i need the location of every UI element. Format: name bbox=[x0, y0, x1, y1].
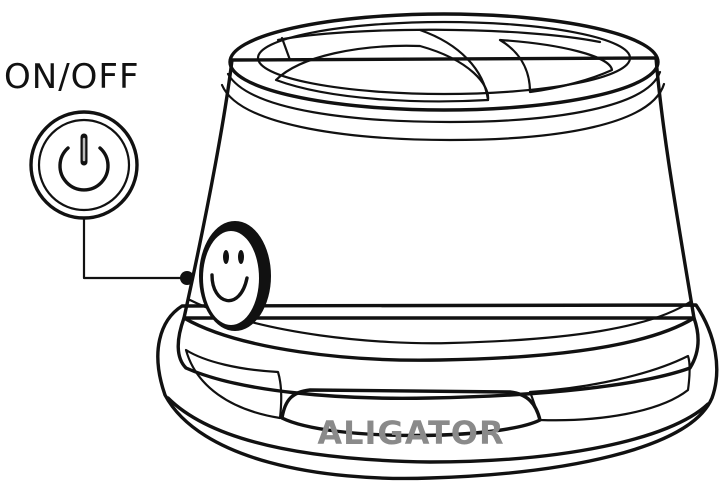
smiley-mouth bbox=[210, 273, 249, 303]
top-rim-edge bbox=[220, 82, 666, 142]
speaker: ALIGATOR bbox=[156, 12, 719, 481]
inner-rim-top bbox=[276, 28, 602, 44]
brand-logo-text: ALIGATOR bbox=[317, 414, 504, 452]
base-lip bbox=[166, 396, 710, 464]
smiley-left-eye bbox=[223, 250, 229, 264]
power-icon bbox=[58, 133, 110, 192]
power-button-inner-ring bbox=[37, 118, 131, 212]
top-inner-ring bbox=[256, 20, 632, 96]
base-outer bbox=[156, 303, 719, 481]
brand-notch bbox=[280, 388, 542, 438]
body-seam bbox=[188, 298, 692, 345]
inner-rim-details bbox=[280, 28, 490, 102]
smiley-face-icon[interactable] bbox=[199, 221, 271, 331]
vent-right bbox=[528, 354, 691, 422]
speaker-membrane-right bbox=[498, 38, 614, 94]
leader-line bbox=[82, 216, 188, 280]
on-off-label: ON/OFF bbox=[4, 57, 140, 97]
top-rim-lip bbox=[226, 70, 662, 124]
smiley-right-eye bbox=[238, 250, 244, 264]
vent-left bbox=[184, 348, 283, 420]
body-dome bbox=[182, 56, 696, 362]
lower-band bbox=[176, 316, 700, 400]
top-rim-outer bbox=[228, 12, 660, 112]
speaker-membrane bbox=[274, 44, 490, 103]
power-button-callout bbox=[29, 110, 139, 220]
